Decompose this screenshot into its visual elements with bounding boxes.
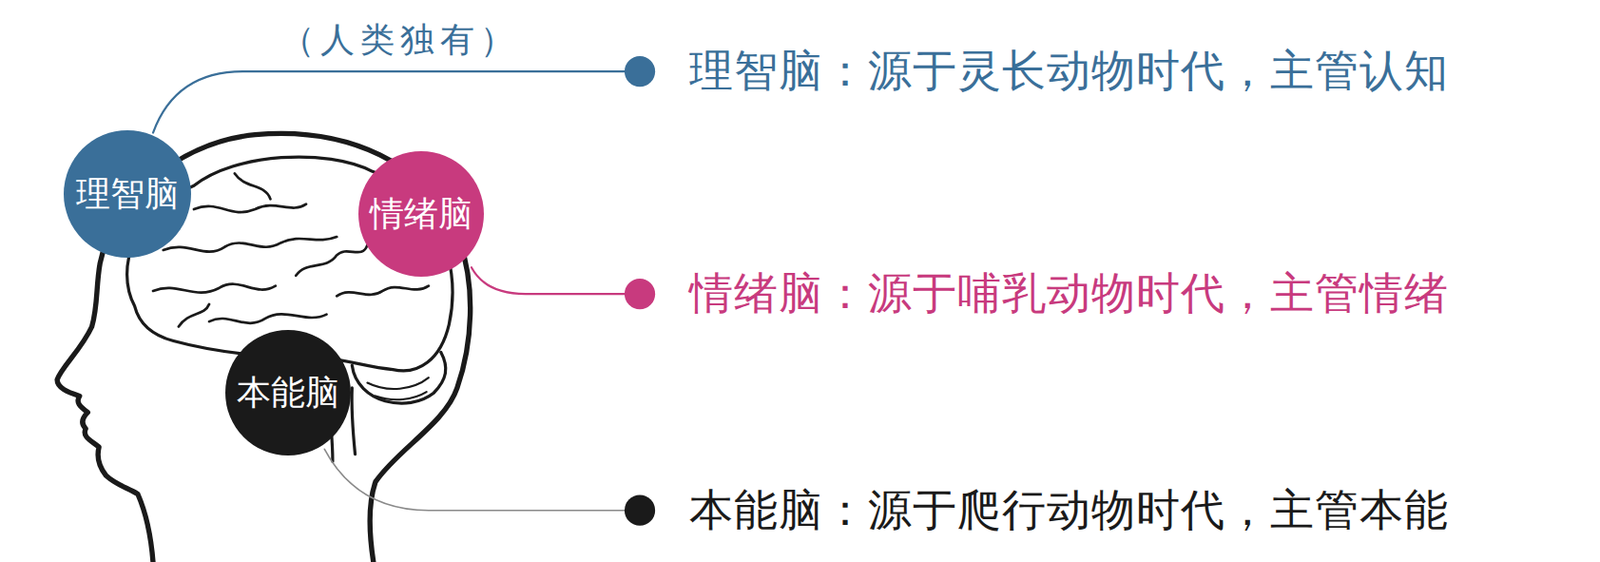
cerebellum — [351, 351, 445, 404]
leader-line — [324, 448, 640, 510]
leader-line — [471, 267, 640, 294]
region-name: 情绪脑 — [369, 191, 473, 238]
leader-dot — [624, 278, 656, 309]
region-name: 理智脑 — [76, 171, 179, 218]
description-text: 理智脑：源于灵长动物时代，主管认知 — [689, 41, 1449, 101]
cerebellum-folds — [366, 377, 428, 400]
brain-region-circle: 情绪脑 — [358, 151, 484, 277]
description-text: 情绪脑：源于哺乳动物时代，主管情绪 — [689, 264, 1449, 324]
brain-region-circle: 理智脑 — [63, 130, 192, 258]
leader-dot — [624, 495, 656, 526]
brain-region-circle: 本能脑 — [225, 329, 351, 456]
leader-dot — [624, 56, 656, 87]
leader-line — [153, 71, 640, 133]
description-text: 本能脑：源于爬行动物时代，主管本能 — [689, 481, 1449, 540]
region-name: 本能脑 — [236, 369, 340, 417]
note-label: （人类独有） — [280, 17, 521, 64]
